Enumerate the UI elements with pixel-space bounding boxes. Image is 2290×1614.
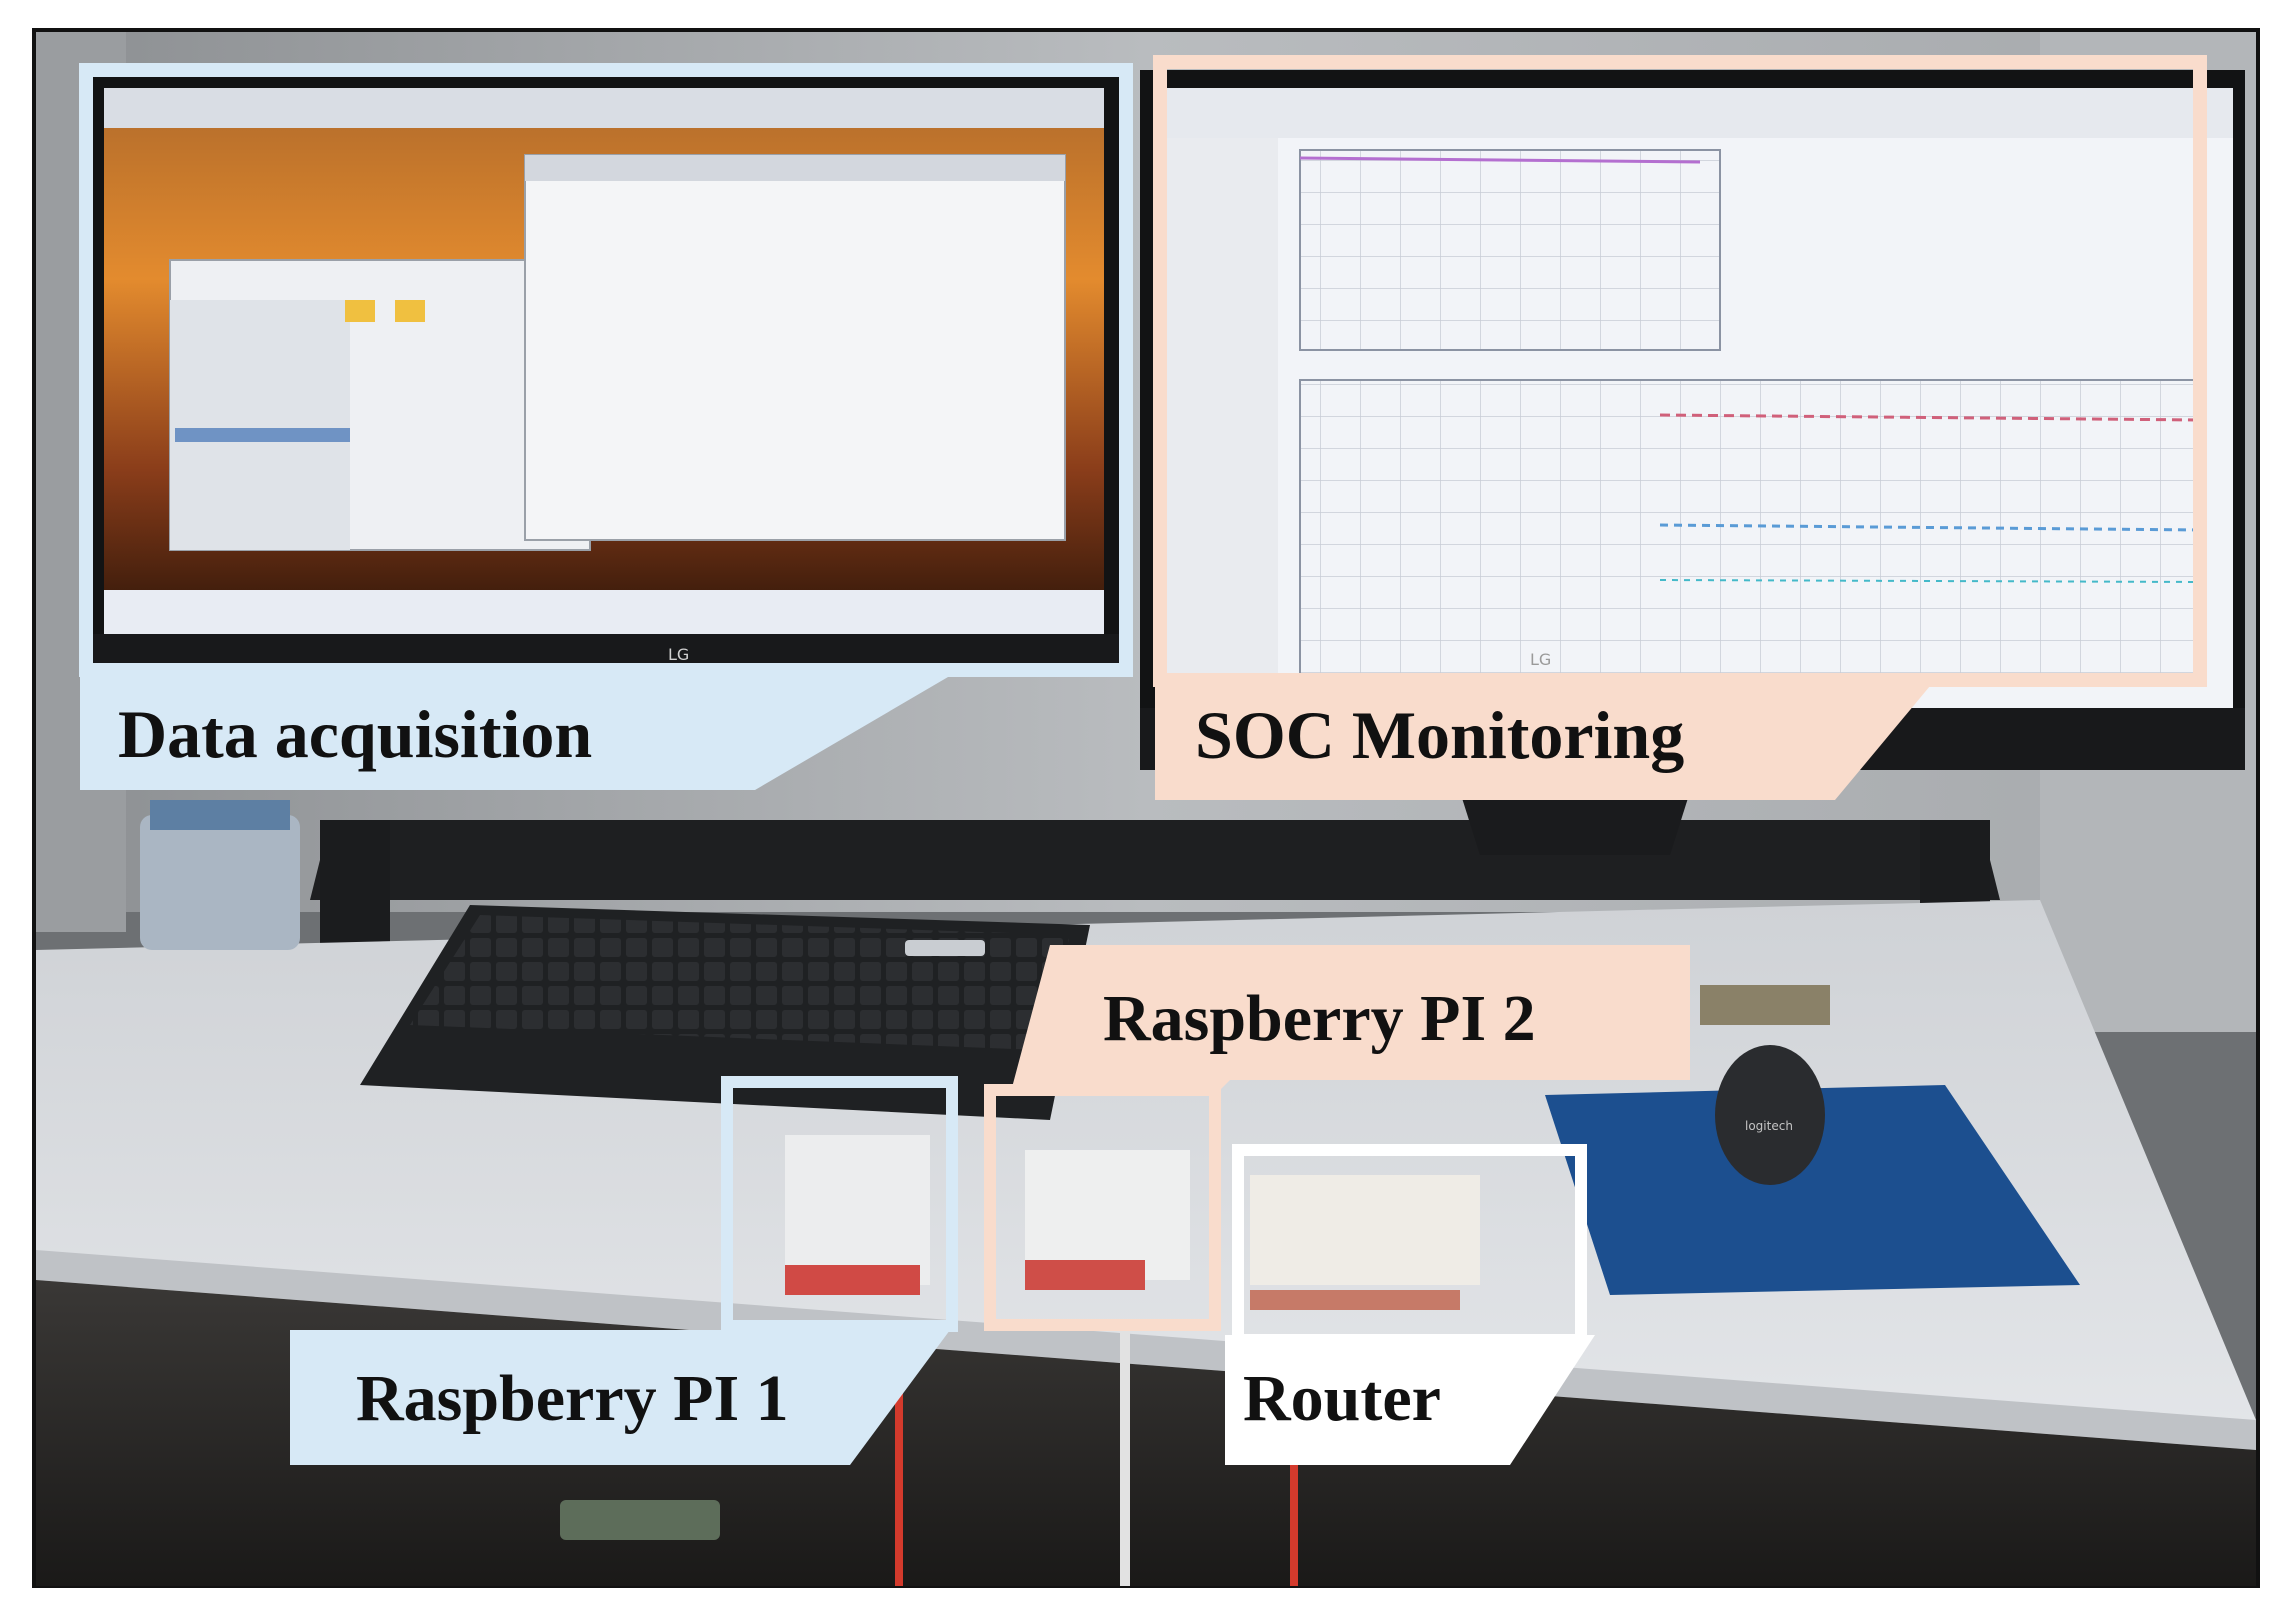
- soc-plot-bottom: [1299, 379, 2201, 681]
- editor-titlebar: [525, 155, 1065, 181]
- raspberry-pi-1-label: Raspberry PI 1: [356, 1362, 789, 1435]
- mouse-logo: logitech: [1745, 1119, 1793, 1133]
- raspberry-pi-2-label: Raspberry PI 2: [1103, 982, 1536, 1055]
- cable-red-1: [895, 1380, 903, 1586]
- soc-plot-top: [1299, 149, 1721, 351]
- right-monitor-logo: LG: [1530, 650, 1551, 669]
- raspberry-pi-2-callout: [1010, 945, 1690, 1095]
- cable-white: [1120, 1320, 1130, 1586]
- raspberry-pi-1-device: [785, 1135, 930, 1285]
- raspberry-pi-2-frame: [984, 1084, 1221, 1331]
- monitor-shelf: [310, 820, 2000, 900]
- soc-trace-blue: [1659, 523, 2201, 532]
- power-strip: [560, 1500, 720, 1540]
- router-device: [1250, 1175, 1480, 1285]
- router-ports: [1250, 1290, 1460, 1310]
- raspberry-pi-1-frame: [721, 1076, 958, 1332]
- file-manager-sidebar: [170, 300, 350, 550]
- soc-trace-red: [1659, 413, 2201, 422]
- folder-icon-1: [345, 300, 375, 322]
- router-label: Router: [1243, 1362, 1441, 1435]
- desk-edge: [36, 1250, 2256, 1450]
- editor-window: [524, 154, 1066, 541]
- raspberry-pi-1-callout: [290, 1330, 950, 1465]
- left-taskbar: [104, 590, 1104, 634]
- right-toolbar: [1158, 88, 2233, 138]
- cable-red-2: [1290, 1430, 1298, 1586]
- data-acquisition-label: Data acquisition: [118, 696, 592, 772]
- router-callout: [1225, 1335, 1595, 1465]
- data-acquisition-callout: [80, 670, 960, 790]
- folder-icon-2: [395, 300, 425, 322]
- mouse: [1715, 1045, 1825, 1185]
- raspberry-pi-2-case: [1025, 1260, 1145, 1290]
- raspberry-pi-1-case: [785, 1265, 920, 1295]
- left-monitor-logo: LG: [668, 645, 689, 664]
- soc-monitoring-label: SOC Monitoring: [1195, 697, 1684, 773]
- keyboard-media-keys: [905, 940, 985, 956]
- file-manager-selected: [175, 428, 350, 442]
- pencil-cup: [140, 815, 300, 950]
- right-side-panel: [1158, 138, 1278, 708]
- pencils: [150, 800, 290, 830]
- book: [1700, 985, 1830, 1025]
- raspberry-pi-2-device: [1025, 1150, 1190, 1280]
- mousepad: [1545, 1085, 2080, 1295]
- soc-monitoring-callout: [1155, 680, 1935, 800]
- left-top-bar: [104, 88, 1104, 128]
- soc-trace-purple: [1299, 156, 1701, 164]
